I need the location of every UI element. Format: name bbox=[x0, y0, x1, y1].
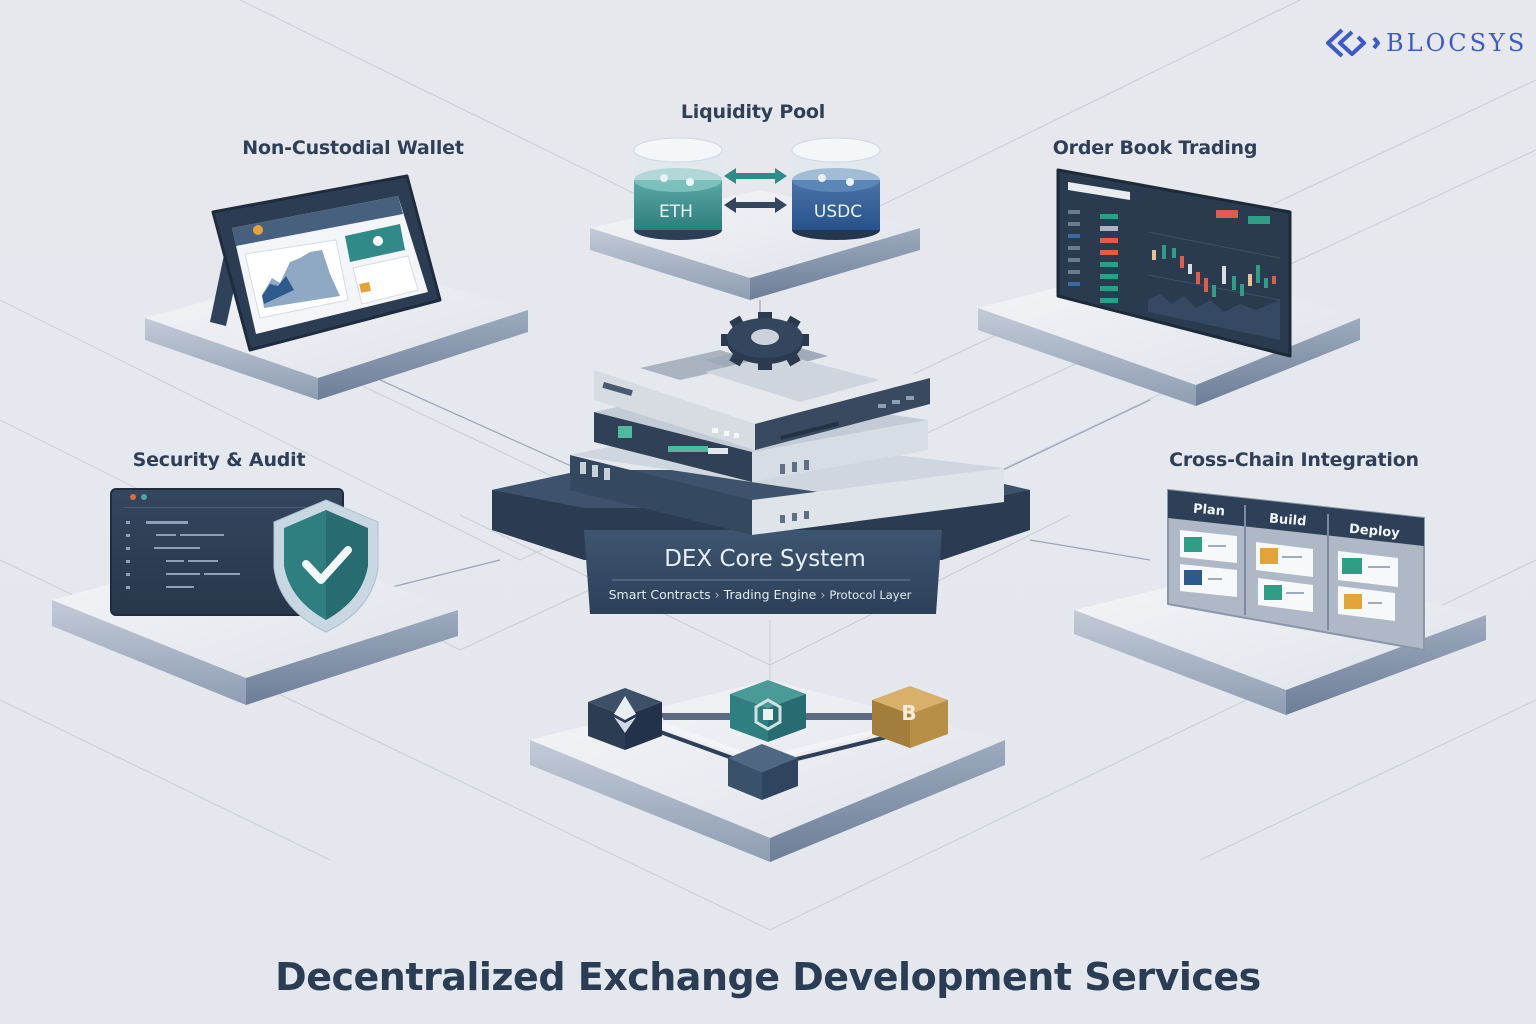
module-label-liquidity: Liquidity Pool bbox=[680, 101, 826, 123]
usdc-token-label: USDC bbox=[813, 202, 863, 222]
kanban-col-build: Build bbox=[1268, 511, 1307, 530]
hub-node-icon bbox=[728, 744, 798, 800]
bidirectional-arrows-icon bbox=[724, 168, 787, 213]
usdc-pool-cylinder bbox=[791, 137, 881, 240]
token-pool-icon bbox=[633, 137, 881, 240]
eth-pool-cylinder bbox=[633, 137, 723, 240]
core-sub-smart-contracts: Smart Contracts bbox=[608, 587, 711, 602]
shield-check-icon bbox=[273, 499, 379, 633]
core-server-stack bbox=[492, 312, 1030, 614]
tablet-dashboard-icon bbox=[210, 174, 442, 352]
eth-token-label: ETH bbox=[659, 202, 693, 222]
bitcoin-icon: B bbox=[872, 686, 948, 748]
core-subtitle: Smart Contracts›Trading Engine›Protocol … bbox=[608, 587, 912, 602]
core-sub-trading-engine: Trading Engine bbox=[723, 587, 817, 602]
core-sub-protocol-layer: Protocol Layer bbox=[829, 588, 912, 602]
core-label-panel bbox=[584, 530, 942, 614]
interlocked-diamonds-icon bbox=[1326, 28, 1380, 58]
brand-logo[interactable]: BLOCSYS bbox=[1324, 26, 1527, 60]
svg-text:B: B bbox=[901, 701, 916, 725]
core-title: DEX Core System bbox=[664, 546, 866, 572]
brand-name: BLOCSYS bbox=[1386, 29, 1528, 57]
bridge-lock-icon bbox=[730, 680, 806, 742]
candles bbox=[1152, 245, 1276, 297]
kanban-board-icon bbox=[1167, 488, 1425, 652]
gear-icon bbox=[721, 312, 809, 370]
page-title: Decentralized Exchange Development Servi… bbox=[275, 955, 1261, 999]
module-label-orderbook: Order Book Trading bbox=[1052, 137, 1258, 159]
module-label-security: Security & Audit bbox=[132, 449, 306, 471]
module-label-wallet: Non-Custodial Wallet bbox=[242, 137, 464, 159]
blockchain-bridge-icon: B bbox=[588, 680, 948, 800]
kanban-col-plan: Plan bbox=[1192, 501, 1226, 520]
candlestick-chart-icon bbox=[1056, 168, 1292, 358]
ethereum-icon bbox=[588, 688, 662, 750]
module-label-crosschain: Cross-Chain Integration bbox=[1169, 449, 1419, 471]
